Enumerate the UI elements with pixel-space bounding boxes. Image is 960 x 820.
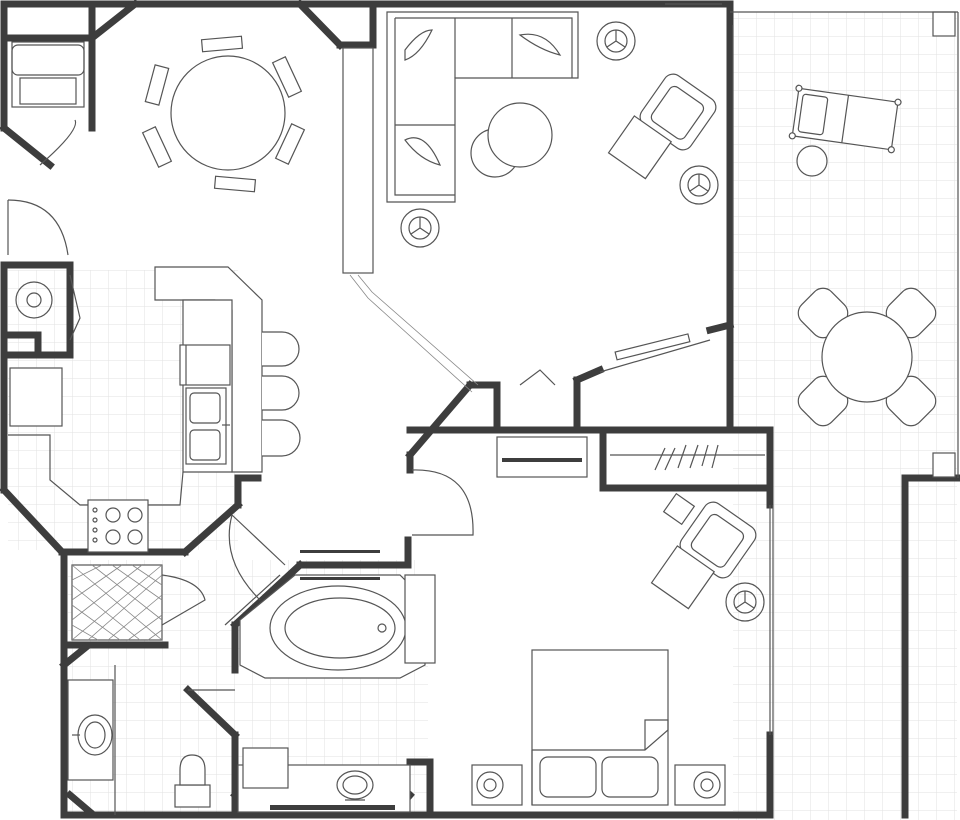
bedroom-armchair (650, 492, 757, 610)
kitchen-counter (8, 266, 263, 506)
cooktop (87, 499, 149, 553)
refrigerator (179, 344, 231, 386)
bath-door (188, 574, 281, 691)
hall-doors (228, 469, 474, 601)
toilet (174, 754, 211, 808)
closet-doors-living (519, 333, 711, 386)
double-bed (531, 649, 669, 806)
water-heater (15, 274, 81, 341)
nightstands (471, 764, 726, 806)
lounge-chair (788, 84, 902, 177)
bathtub (239, 550, 436, 679)
coffee-tables (470, 102, 553, 178)
bedroom-lamp (725, 582, 765, 622)
armchair (607, 73, 717, 180)
entry-doors (7, 119, 77, 256)
closet-shelves (496, 436, 765, 478)
bath-sink (67, 665, 116, 815)
shower-stall (71, 564, 206, 641)
patio-table-set (797, 287, 937, 427)
balcony-posts (932, 11, 956, 478)
kitchen-sink (185, 387, 230, 465)
sliding-doors (665, 3, 959, 735)
sectional-sofa (386, 11, 579, 203)
side-table-lamps (400, 21, 719, 248)
living-wall-column (342, 47, 479, 393)
dining-table-set (141, 35, 306, 193)
washer-unit (11, 41, 85, 108)
vanity (237, 747, 411, 813)
bar-stools (262, 331, 301, 457)
